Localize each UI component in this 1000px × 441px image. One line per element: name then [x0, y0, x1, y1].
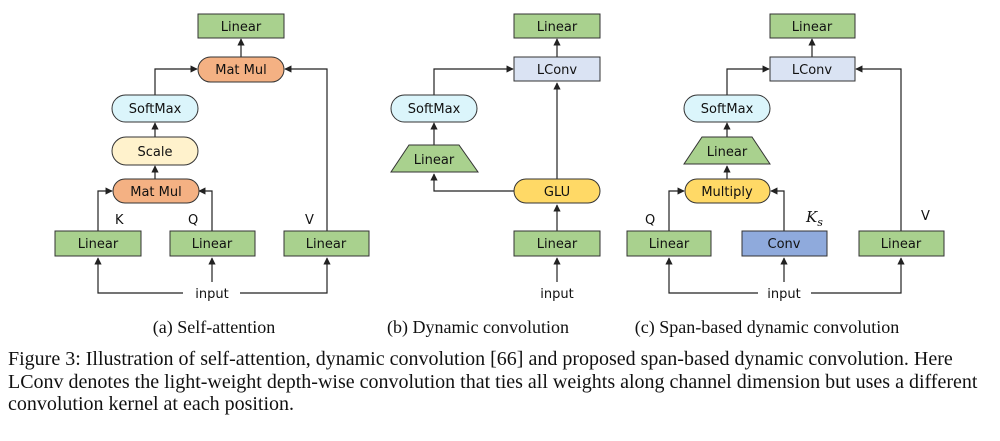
node-lconv: LConv: [513, 56, 601, 82]
node-matmul-bottom: Mat Mul: [112, 178, 200, 204]
svg-text:Linear: Linear: [78, 237, 119, 252]
edge-softmax-to-lconv: [726, 65, 770, 95]
subcaption-b: (b) Dynamic convolution: [387, 317, 569, 338]
svg-text:GLU: GLU: [544, 185, 570, 200]
node-linear-q: Linear: [169, 230, 256, 257]
node-linear-v: Linear: [283, 230, 370, 257]
edge-k-to-matmul: [97, 187, 113, 231]
svg-text:Multiply: Multiply: [701, 185, 753, 200]
label-ks: Ks: [805, 208, 823, 229]
svg-text:Linear: Linear: [192, 237, 233, 252]
svg-text:Linear: Linear: [221, 20, 262, 35]
svg-text:Linear: Linear: [537, 237, 578, 252]
node-scale: Scale: [111, 136, 199, 166]
edge-v-to-lconv: [855, 65, 902, 231]
edge-conv-to-multiply: [770, 187, 785, 231]
label-q: Q: [645, 213, 655, 228]
svg-text:SoftMax: SoftMax: [408, 102, 461, 117]
label-q: Q: [188, 213, 198, 228]
edge-input-to-linear-q: [665, 257, 758, 294]
node-linear-input: Linear: [513, 230, 601, 257]
panel-dynamic-convolution: Linear LConv SoftMax Linear GLU Linear i…: [387, 13, 601, 338]
svg-text:Linear: Linear: [306, 237, 347, 252]
label-v: V: [305, 213, 314, 228]
panel-self-attention: Linear Mat Mul SoftMax Scale Mat Mul Lin…: [54, 13, 370, 338]
node-multiply: Multiply: [684, 178, 771, 204]
node-linear-output: Linear: [197, 13, 285, 39]
svg-text:SoftMax: SoftMax: [129, 102, 182, 117]
node-linear-k: Linear: [54, 230, 142, 257]
svg-text:Linear: Linear: [792, 20, 833, 35]
node-softmax: SoftMax: [111, 94, 199, 123]
svg-text:Linear: Linear: [707, 145, 748, 160]
edge-softmax-to-matmul-top: [154, 65, 198, 95]
node-softmax: SoftMax: [683, 94, 771, 123]
svg-text:Mat Mul: Mat Mul: [215, 63, 266, 78]
label-v: V: [921, 209, 930, 224]
node-glu: GLU: [513, 178, 601, 204]
edge-input-to-linear-v: [811, 257, 905, 294]
svg-text:LConv: LConv: [792, 63, 833, 78]
svg-text:Mat Mul: Mat Mul: [130, 185, 181, 200]
edge-input-to-linear-k: [94, 257, 183, 294]
svg-text:Conv: Conv: [768, 237, 801, 252]
node-input: input: [195, 287, 228, 302]
node-input: input: [540, 287, 573, 302]
node-linear-v: Linear: [858, 230, 945, 257]
svg-text:Linear: Linear: [881, 237, 922, 252]
edge-glu-to-linear-trap: [430, 173, 514, 192]
node-linear-trapezoid: Linear: [683, 136, 771, 165]
figure-caption: Figure 3: Illustration of self-attention…: [8, 348, 978, 415]
edge-softmax-to-lconv: [433, 65, 514, 95]
node-input: input: [767, 287, 800, 302]
node-lconv: LConv: [769, 56, 856, 82]
edge-q-to-multiply: [668, 187, 685, 231]
svg-text:LConv: LConv: [537, 63, 578, 78]
svg-text:Linear: Linear: [537, 20, 578, 35]
node-linear-trapezoid: Linear: [390, 144, 479, 173]
edge-q-to-matmul: [198, 187, 213, 231]
figure-diagram: Linear Mat Mul SoftMax Scale Mat Mul Lin…: [54, 13, 945, 338]
subcaption-a: (a) Self-attention: [153, 317, 275, 338]
label-k: K: [115, 213, 124, 228]
svg-text:Linear: Linear: [649, 237, 690, 252]
node-conv: Conv: [741, 230, 828, 257]
svg-text:SoftMax: SoftMax: [701, 102, 754, 117]
subcaption-c: (c) Span-based dynamic convolution: [635, 317, 899, 338]
node-softmax: SoftMax: [390, 94, 478, 123]
node-linear-output: Linear: [769, 13, 856, 39]
node-linear-q: Linear: [626, 230, 712, 257]
edge-input-to-linear-v: [240, 257, 331, 294]
edge-v-to-matmul-top: [284, 65, 328, 231]
svg-text:Linear: Linear: [414, 153, 455, 168]
node-linear-output: Linear: [513, 13, 601, 39]
panel-span-based-dynamic-convolution: Linear LConv SoftMax Linear Multiply Lin…: [626, 13, 945, 338]
svg-text:Scale: Scale: [138, 145, 173, 160]
node-matmul-top: Mat Mul: [197, 56, 285, 83]
